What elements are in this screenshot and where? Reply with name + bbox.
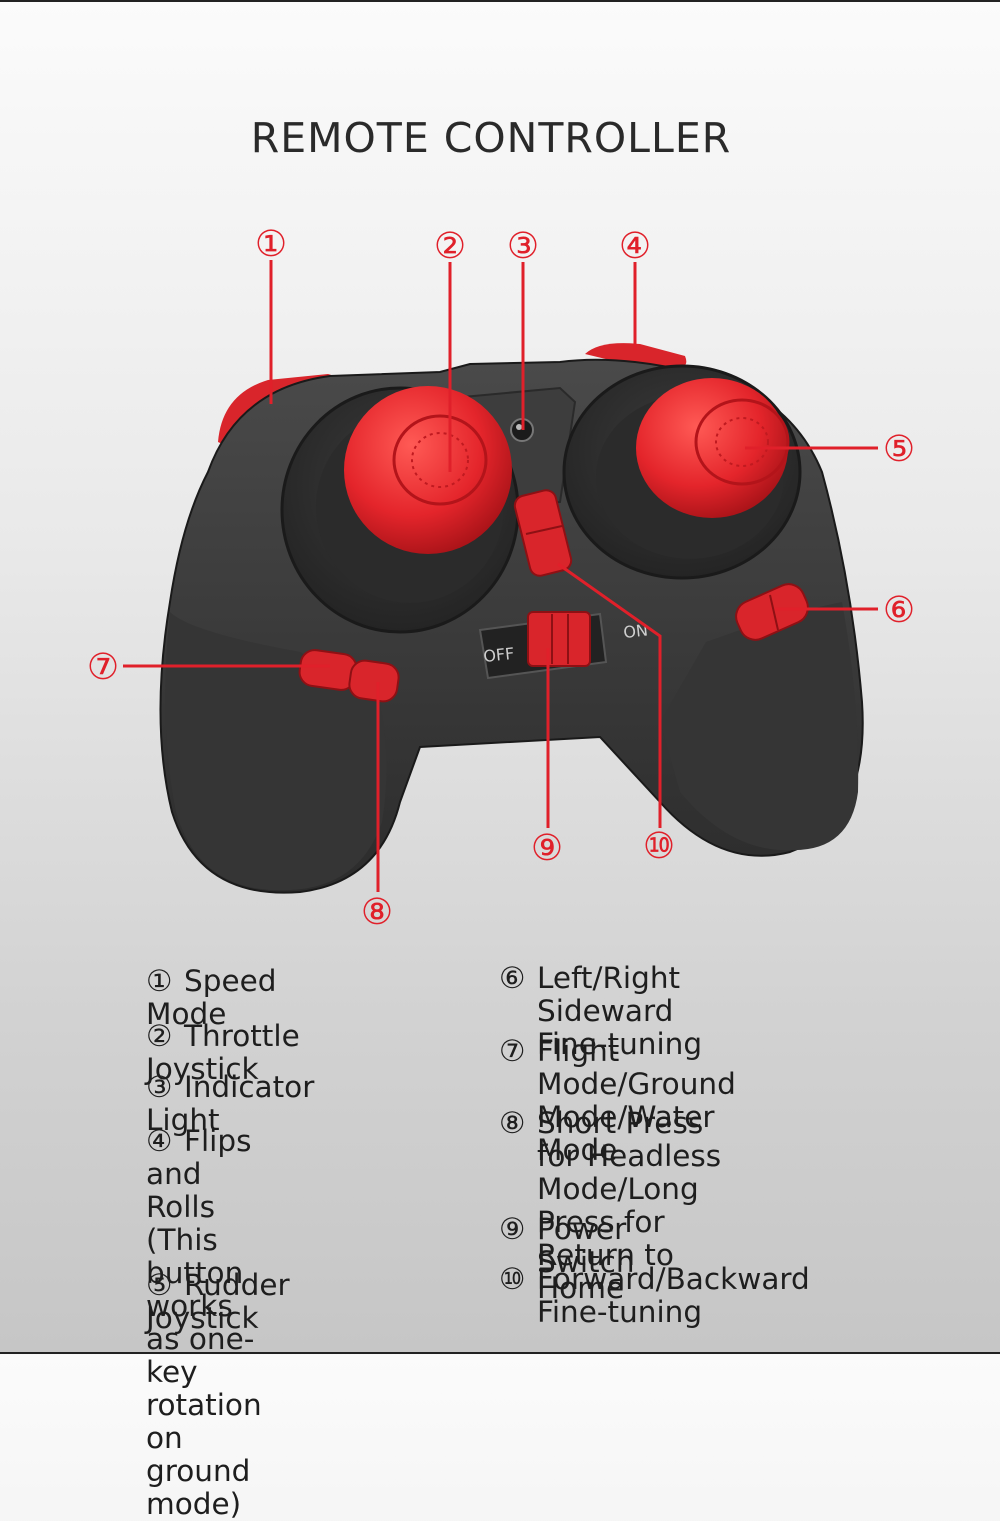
right-grip: [660, 602, 859, 851]
rudder-joystick[interactable]: [636, 378, 790, 518]
callout-8: ⑧: [361, 892, 393, 933]
throttle-joystick[interactable]: [344, 386, 512, 554]
headless-mode-button[interactable]: [348, 659, 401, 703]
switch-on-label: ON: [622, 621, 648, 642]
flip-shoulder-button[interactable]: [585, 343, 687, 368]
switch-off-label: OFF: [482, 644, 515, 666]
forward-backward-trim-button[interactable]: [513, 488, 574, 578]
left-right-sideward-trim-button[interactable]: [731, 579, 813, 645]
controller-diagram: OFF ON ① ② ③ ④ ⑤ ⑥ ⑦ ⑧ ⑨ ⑩: [87, 224, 915, 933]
callout-2: ②: [434, 226, 466, 267]
callout-10: ⑩: [643, 826, 675, 867]
callout-4: ④: [619, 226, 651, 267]
callout-7: ⑦: [87, 647, 119, 688]
callout-9: ⑨: [531, 828, 563, 869]
power-switch[interactable]: [527, 611, 591, 667]
callout-1: ①: [255, 224, 287, 265]
callout-3: ③: [507, 226, 539, 267]
callout-lines: [123, 260, 878, 892]
callout-5: ⑤: [883, 429, 915, 470]
page-title: REMOTE CONTROLLER: [250, 114, 732, 162]
callout-6: ⑥: [883, 590, 915, 631]
callout-line-10: [557, 562, 662, 828]
